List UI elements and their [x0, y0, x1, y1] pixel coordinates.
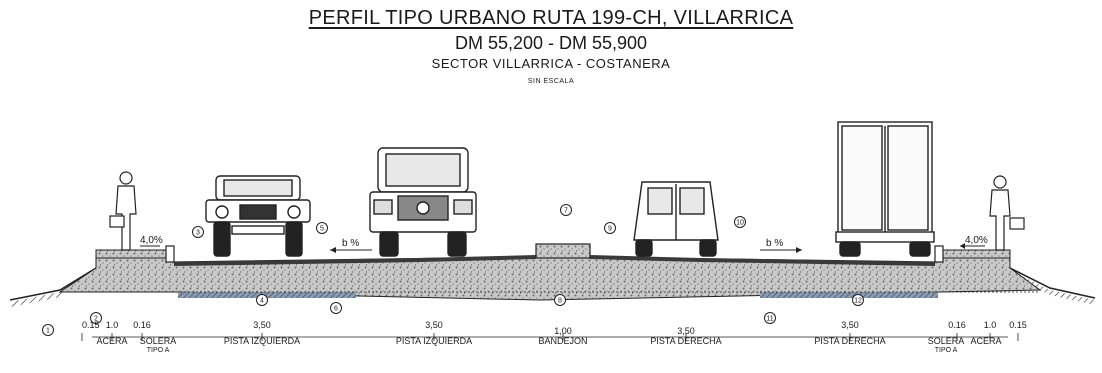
geotextile-right	[760, 292, 938, 298]
dimension-label: SOLERA	[140, 336, 177, 346]
curb-right	[934, 245, 944, 263]
callout-marker: 12	[852, 294, 864, 306]
dimension-sublabel: TIPO A	[935, 347, 958, 354]
dimension-value: 3,50	[841, 320, 859, 330]
callout-marker: 9	[604, 222, 616, 234]
slope-right-sidewalk: 4,0%	[960, 235, 988, 249]
callout-marker: 8	[554, 294, 566, 306]
dimension-value: 1,00	[554, 326, 572, 336]
dimension-value: 3,50	[677, 326, 695, 336]
dimension-value: 0.16	[133, 320, 151, 330]
drawing-title: PERFIL TIPO URBANO RUTA 199-CH, VILLARRI…	[308, 7, 794, 29]
truck-rear-icon	[835, 121, 935, 257]
curb-left	[165, 245, 175, 263]
dimension-value: 0.15	[1009, 320, 1027, 330]
callout-number: 4	[260, 298, 264, 305]
dimension-label: SOLERA	[928, 336, 965, 346]
dimension-sublabel: TIPO A	[147, 347, 170, 354]
svg-text:4,0%: 4,0%	[965, 235, 988, 246]
callout-number: 12	[854, 298, 862, 305]
callout-number: 1	[46, 328, 50, 335]
callout-marker: 10	[734, 216, 746, 228]
callout-number: 7	[564, 208, 568, 215]
callout-marker: 5	[316, 222, 328, 234]
pavement-left	[174, 255, 536, 266]
slope-left-sidewalk: 4,0%	[140, 235, 163, 247]
dimension-value: 3,50	[253, 320, 271, 330]
van-rear-icon	[633, 181, 719, 257]
jeep-front-icon	[205, 175, 311, 257]
svg-text:b %: b %	[766, 238, 783, 249]
svg-text:b %: b %	[342, 238, 359, 249]
callout-marker: 6	[330, 302, 342, 314]
pedestrian-left-icon	[109, 171, 137, 251]
callout-number: 11	[766, 316, 773, 323]
callout-marker: 2	[90, 312, 102, 324]
callout-marker: 3	[192, 226, 204, 238]
slope-left-lane: b %	[330, 238, 372, 253]
callout-number: 5	[320, 226, 324, 233]
svg-text:4,0%: 4,0%	[140, 235, 163, 246]
sector-label: SECTOR VILLARRICA - COSTANERA	[431, 56, 671, 71]
scale-note: SIN ESCALA	[527, 78, 575, 85]
callout-number: 10	[736, 220, 744, 227]
dimension-value: 1.0	[106, 320, 119, 330]
pavement-right	[590, 255, 935, 266]
callout-number: 8	[558, 298, 562, 305]
geotextile-left	[178, 292, 356, 298]
dm-range: DM 55,200 - DM 55,900	[454, 33, 648, 53]
sidewalk-left	[95, 249, 169, 259]
callout-number: 2	[94, 316, 98, 323]
dimension-value: 3,50	[425, 320, 443, 330]
callout-number: 9	[608, 226, 612, 233]
dimension-label: ACERA	[970, 336, 1001, 346]
sidewalk-right	[941, 249, 1011, 259]
slope-right-lane: b %	[760, 238, 802, 253]
suv-front-icon	[369, 147, 477, 257]
callout-number: 6	[334, 306, 338, 313]
callout-marker: 11	[764, 312, 776, 324]
median-bandejon	[535, 243, 591, 259]
dimension-value: 0.16	[948, 320, 966, 330]
callout-marker: 1	[42, 324, 54, 336]
ground-line	[9, 267, 1096, 307]
callout-number: 3	[196, 230, 200, 237]
callout-marker: 7	[560, 204, 572, 216]
dimension-value: 0.15	[82, 320, 100, 330]
callout-marker: 4	[256, 294, 268, 306]
pedestrian-right-icon	[989, 175, 1025, 251]
dimension-value: 1.0	[984, 320, 997, 330]
